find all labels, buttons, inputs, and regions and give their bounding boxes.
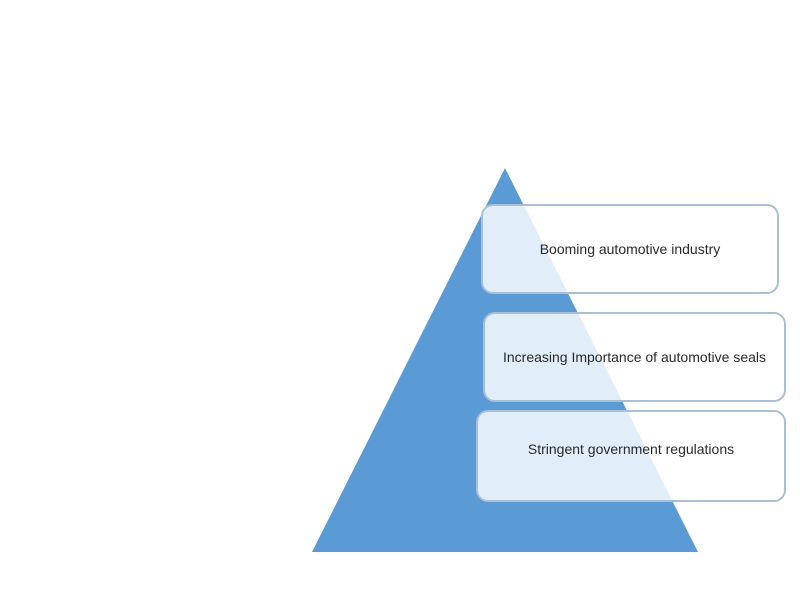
tier-label-middle: Increasing Importance of automotive seal… bbox=[502, 348, 767, 365]
tier-label-top: Booming automotive industry bbox=[539, 240, 721, 257]
tier-box-top: Booming automotive industry bbox=[481, 204, 779, 294]
tier-label-bottom: Stringent government regulations bbox=[527, 440, 735, 457]
tier-box-middle: Increasing Importance of automotive seal… bbox=[483, 312, 786, 402]
tier-box-bottom: Stringent government regulations bbox=[476, 410, 786, 502]
